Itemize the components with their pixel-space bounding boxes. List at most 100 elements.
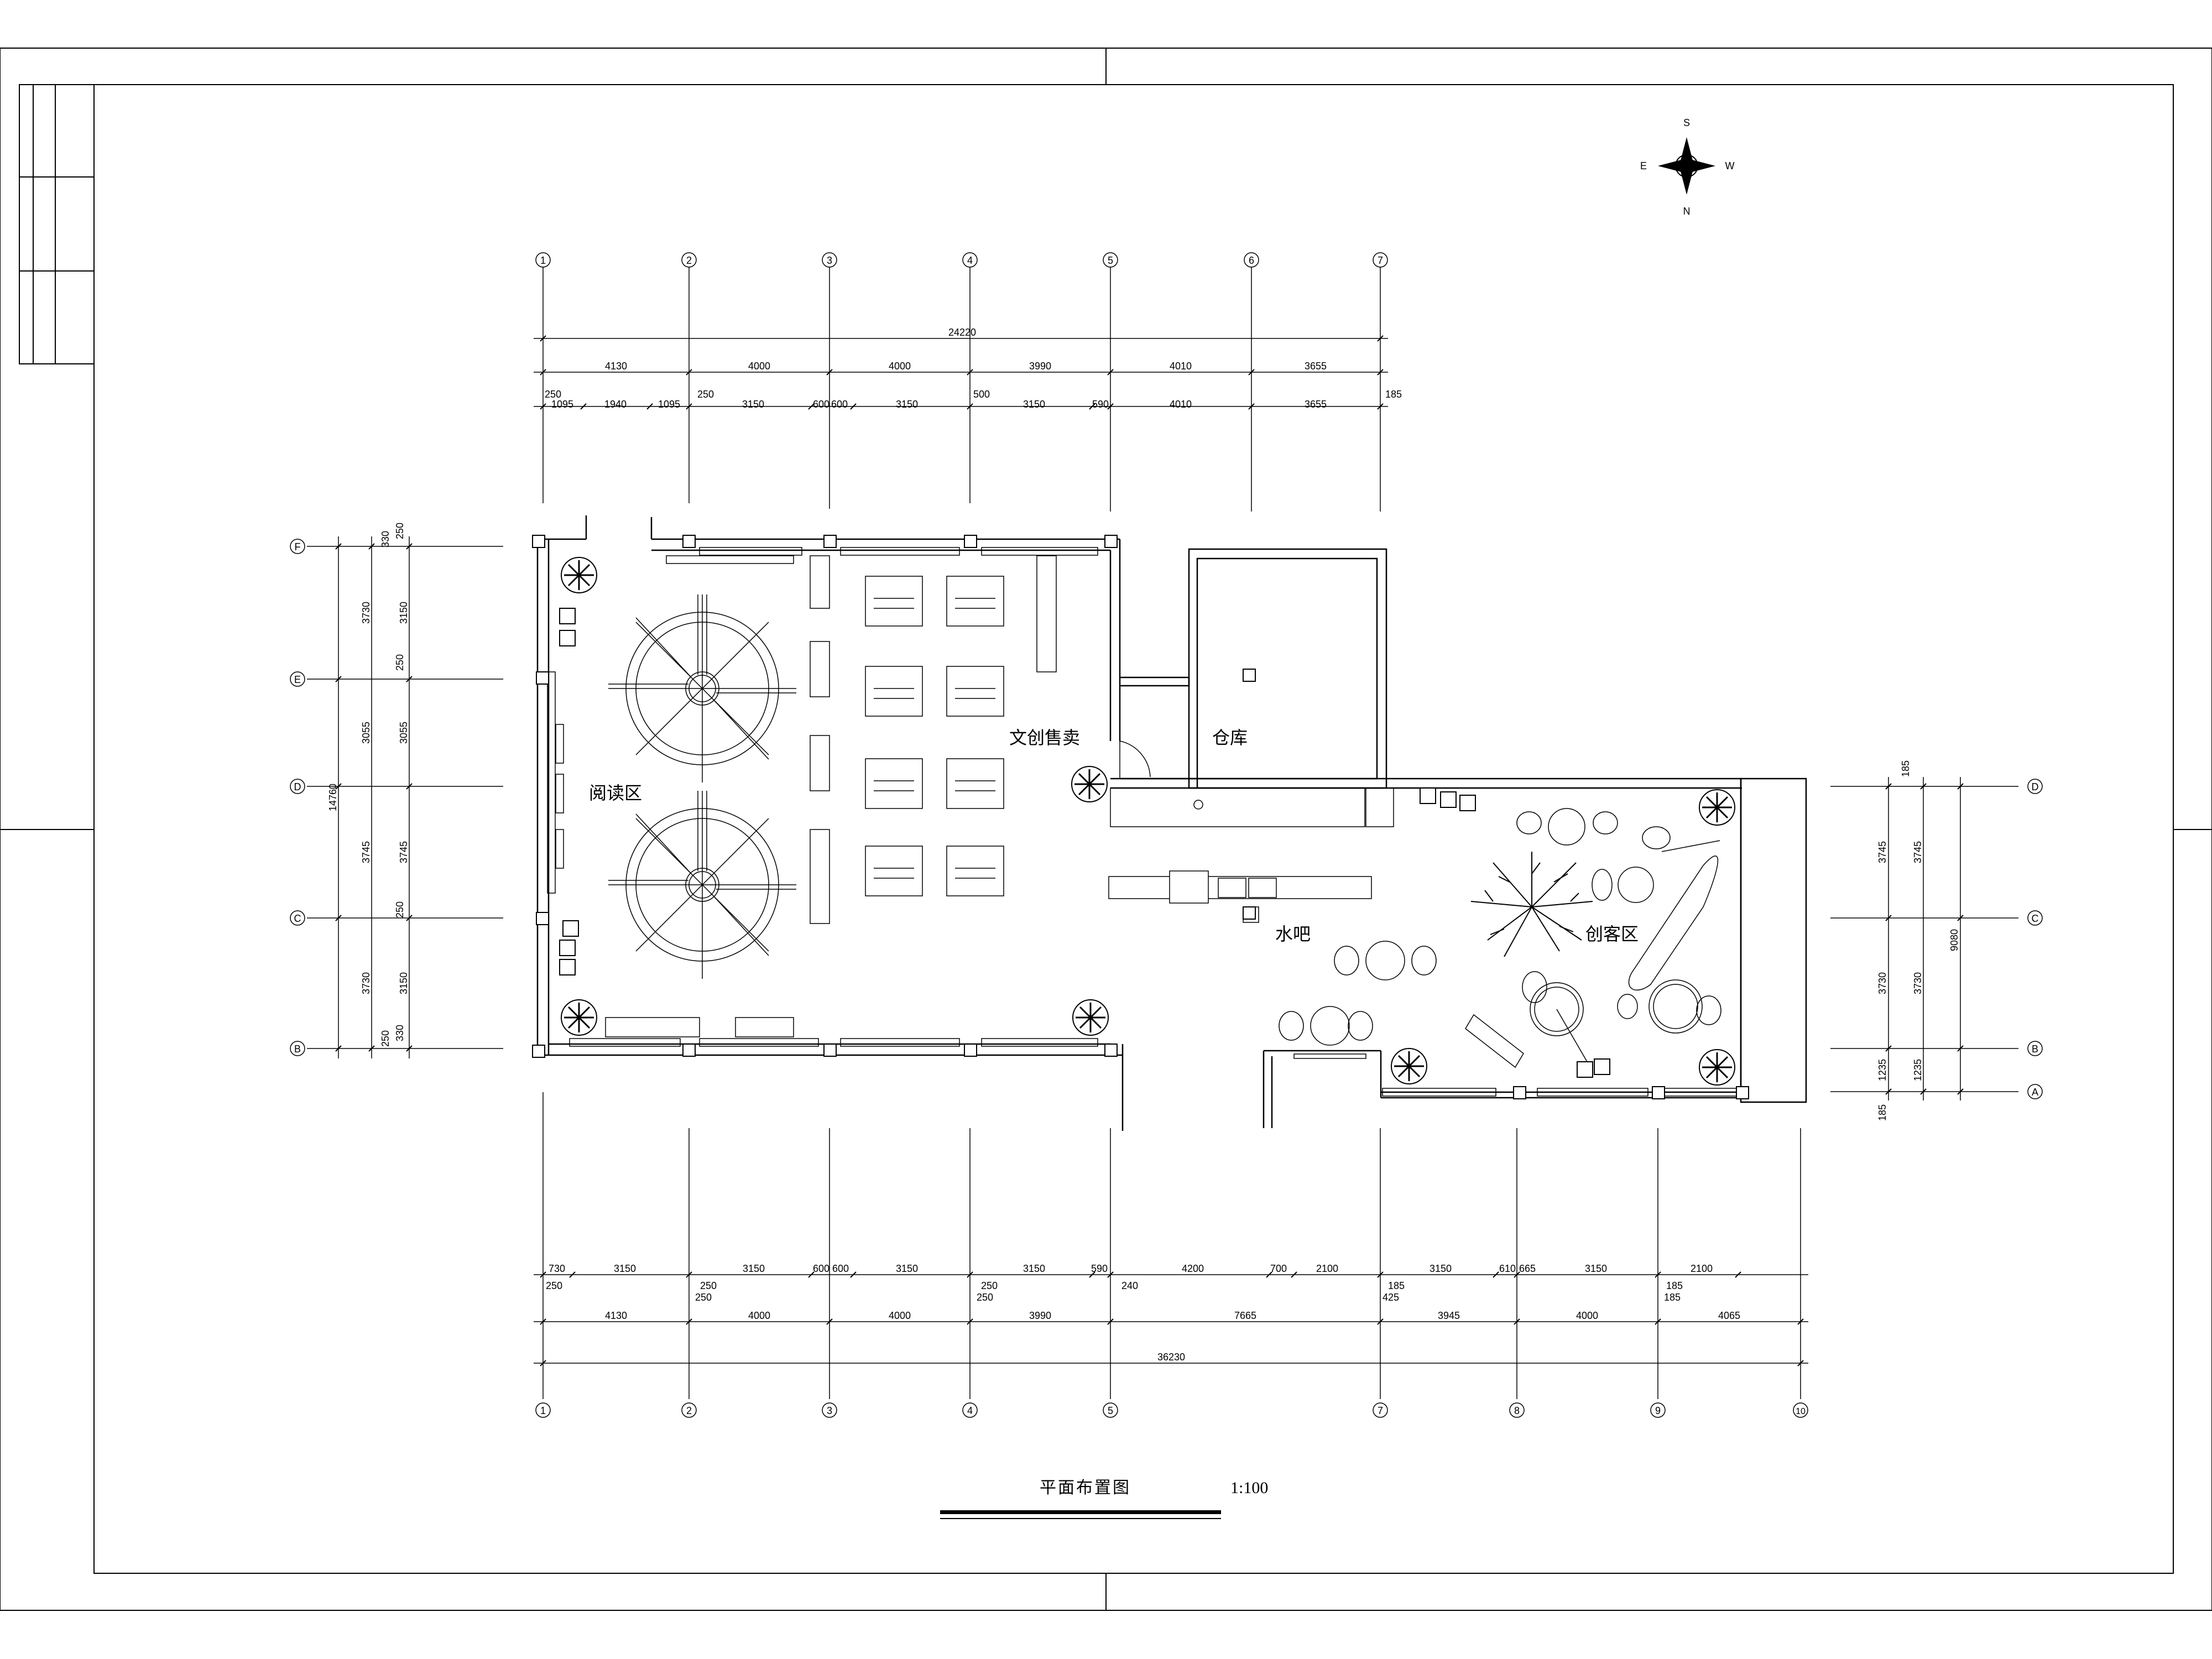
dimension-label: 185 [1666,1280,1683,1291]
compass-rose-icon: S N E W [1640,117,1735,217]
door-swing [1119,740,1151,779]
dimension-label: 3150 [1430,1263,1452,1274]
dimension-label: 1940 [604,399,627,410]
dimension-label: 3730 [361,602,372,624]
dimension-label: 4010 [1170,361,1192,372]
dimension-label: 3055 [398,722,409,744]
svg-text:D: D [2032,781,2039,792]
dimension-label: 3150 [398,602,409,624]
sheet-border [0,48,2212,1611]
dimension-label: 250 [697,389,714,400]
dimension-label: 4000 [889,1310,911,1321]
svg-text:2: 2 [686,1405,692,1416]
dimension-label: 3730 [361,972,372,994]
axis-bubble: 3 [822,1402,837,1418]
dimension-label: 1095 [658,399,680,410]
axis-bubble: 1 [535,252,551,268]
svg-text:C: C [2032,913,2039,924]
svg-text:B: B [294,1044,301,1055]
dimension-label: 3745 [1877,841,1888,863]
dimension-label: 250 [545,389,561,400]
svg-text:6: 6 [1249,255,1254,266]
dimension-label: 3745 [398,841,409,863]
dimension-label: 4130 [605,361,627,372]
dimension-label: 600 [813,399,830,410]
radial-bookshelf [608,594,796,782]
axis-bubbles-left: F E D C B [290,539,305,1056]
svg-text:9: 9 [1655,1405,1661,1416]
dimension-label: 600 [832,1263,849,1274]
dimension-label: 250 [700,1280,717,1291]
dimension-label: 590 [1091,1263,1108,1274]
axis-bubble: 6 [1244,252,1259,268]
drawing-title: 平面布置图 [1040,1479,1131,1497]
dimension-label: 250 [546,1280,562,1291]
bar-seating [1279,941,1437,1046]
axis-bubble: 2 [681,1402,697,1418]
compass-south-label: S [1683,117,1690,128]
dimension-label: 1235 [1912,1059,1923,1081]
dimension-label: 36230 [1157,1352,1185,1363]
dimension-label: 3150 [398,972,409,994]
svg-text:C: C [294,913,301,924]
axis-bubble: 4 [962,252,978,268]
dimension-label: 3745 [361,841,372,863]
display-tables [865,576,1004,896]
dimension-label: 250 [380,1030,391,1047]
wall-shelving [555,555,1057,1037]
dimension-label: 3730 [1912,972,1923,994]
dimension-label: 3655 [1305,361,1327,372]
caption-underline [940,1510,1221,1514]
title-block [19,84,95,364]
axis-bubble: C [2027,910,2043,926]
room-label-shop: 文创售卖 [1009,728,1080,748]
dimension-label: 4000 [748,361,770,372]
dimension-label: 3150 [614,1263,636,1274]
dimension-label: 9080 [1949,929,1960,951]
dimension-text-top: 24220 4130 4000 4000 3990 4010 3655 250 … [545,327,1402,410]
svg-text:8: 8 [1514,1405,1520,1416]
dimension-label: 3150 [896,399,918,410]
dimension-label: 3055 [361,722,372,744]
dimension-label: 3745 [1912,841,1923,863]
axis-bubble: 3 [822,252,837,268]
storage-bins [559,608,1610,1078]
dimension-label: 3150 [743,1263,765,1274]
axis-bubble: 10 [1793,1402,1808,1418]
dimension-label: 3990 [1029,361,1051,372]
potted-plants [561,557,1735,1086]
dimension-label: 185 [1877,1104,1888,1121]
svg-text:3: 3 [827,255,832,266]
dimension-label: 3655 [1305,399,1327,410]
axis-bubble: 8 [1509,1402,1525,1418]
dimension-label: 330 [380,531,391,547]
dimension-label: 665 [1519,1263,1536,1274]
axis-lines [307,265,2018,1399]
dimension-label: 250 [394,523,405,539]
axis-bubble: 5 [1103,252,1118,268]
dimension-text-left: 3730 3055 3745 3730 14760 330 250 3150 2… [327,523,409,1047]
plant-icon [1699,1049,1735,1086]
plant-icon [1071,766,1108,802]
plant-icon [561,999,597,1036]
dimension-label: 4000 [889,361,911,372]
compass-north-label: N [1683,206,1691,217]
drawing-scale: 1:100 [1230,1479,1268,1497]
svg-text:F: F [295,541,301,552]
dimension-label: 500 [973,389,990,400]
axis-bubble: D [290,779,305,794]
axis-bubble: B [290,1041,305,1056]
dimension-label: 4010 [1170,399,1192,410]
columns [532,535,1749,1099]
room-label-storage: 仓库 [1212,728,1248,748]
axis-bubble: 5 [1103,1402,1118,1418]
dimension-text-right: 185 3745 3730 1235 185 3745 3730 1235 90… [1877,760,1960,1121]
compass-west-label: W [1725,160,1735,171]
axis-bubble: E [290,671,305,687]
dimension-label: 250 [394,654,405,671]
axis-bubble: 7 [1373,1402,1388,1418]
dimension-label: 4130 [605,1310,627,1321]
dimension-label: 3150 [742,399,764,410]
dimension-label: 2100 [1691,1263,1713,1274]
